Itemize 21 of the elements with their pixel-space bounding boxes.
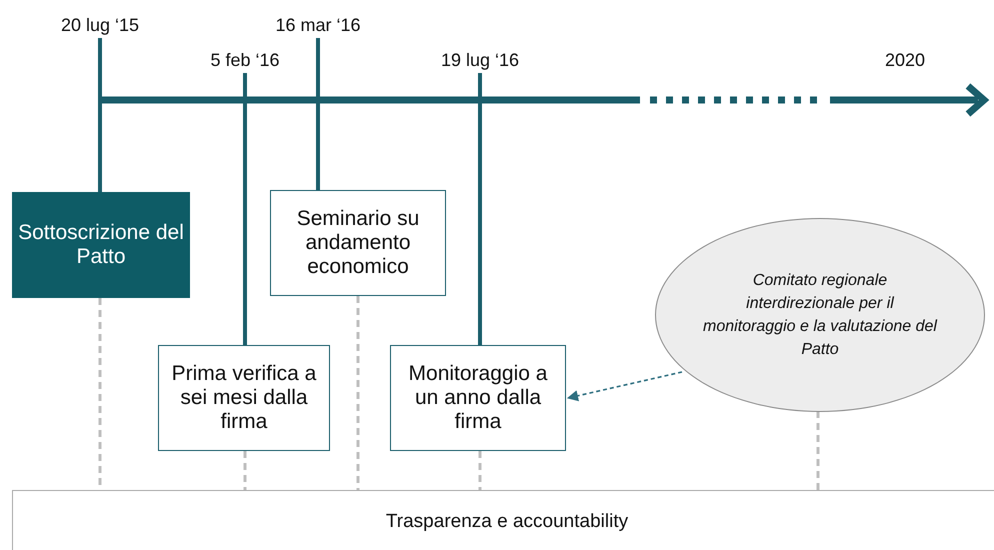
connector-line	[243, 73, 247, 345]
connector-line	[98, 38, 102, 192]
arrow	[566, 371, 682, 402]
connector-line	[316, 38, 320, 190]
band-label: Trasparenza e accountability	[386, 511, 628, 533]
milestone-box: Sottoscrizione del Patto	[12, 192, 190, 298]
date-label: 20 lug ‘15	[60, 15, 140, 36]
date-label: 16 mar ‘16	[275, 15, 361, 36]
connector-line	[816, 411, 820, 490]
milestone-box: Prima verifica a sei mesi dalla firma	[158, 345, 330, 451]
date-label: 2020	[884, 50, 926, 71]
connector-line	[244, 451, 246, 490]
milestone-box: Seminario su andamento economico	[270, 190, 446, 296]
committee-ellipse: Comitato regionale interdirezionale per il monitoraggio e la valutazione del Patto	[655, 218, 985, 412]
connector-line	[356, 296, 360, 490]
milestone-box: Monitoraggio a un anno dalla firma	[390, 345, 566, 451]
date-label: 5 feb ‘16	[210, 50, 280, 71]
date-label: 19 lug ‘16	[440, 50, 520, 71]
connector-line	[478, 451, 482, 490]
connector-line	[478, 73, 482, 345]
band-background	[12, 490, 994, 550]
